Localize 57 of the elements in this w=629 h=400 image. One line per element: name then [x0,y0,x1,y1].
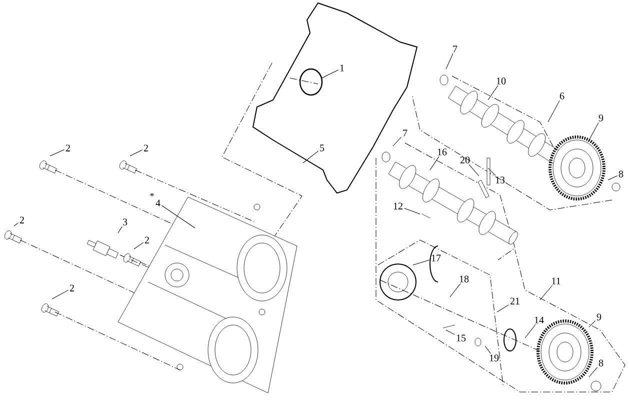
callout-number: 11 [552,278,560,284]
callout-number: 21 [510,298,520,304]
leader-line [322,70,339,78]
leader-line [446,53,454,70]
callout-number: 19 [490,354,499,362]
leader-line [412,260,430,266]
leader-line [588,122,599,142]
leader-line [392,136,402,146]
leader-line [118,226,122,234]
callout-number: 14 [534,316,544,324]
leader-line [548,100,560,122]
callout-number: 20 [460,156,470,164]
callout-number: 7 [453,46,458,52]
leader-line [161,205,196,228]
leader-line [484,346,491,354]
callout-number: 6 [560,92,564,100]
leader-line [134,242,144,250]
leader-line [52,290,69,300]
callout-number: 4 [156,200,160,206]
leader-line [446,330,456,335]
leader-line [430,156,440,170]
callout-number: 2 [144,144,148,152]
callout-number: 2 [20,216,24,224]
leader-line [588,367,598,378]
leader-line [540,285,552,300]
callout-number: 9 [598,114,604,122]
asterisk-mark: * [150,193,154,196]
callout-number: 16 [438,148,447,156]
callout-number: 12 [394,202,402,210]
callout-number: 10 [496,78,506,84]
leader-line [488,168,496,176]
leader-line [14,222,19,226]
leader-line [404,208,420,214]
callout-number: 8 [618,170,624,178]
callout-number: 2 [144,236,149,244]
callout-number: 17 [432,254,441,262]
callout-number: 5 [320,144,324,152]
leader-line [488,85,498,100]
leader-line [468,164,480,176]
callout-number: 18 [460,276,469,282]
leader-line [588,320,596,328]
callout-number: 3 [123,218,128,226]
leader-line [524,324,536,338]
leader-line [608,175,618,180]
callout-number: 8 [598,360,604,366]
callout-number: 15 [456,334,466,342]
leader-line [302,150,319,164]
callout-number: 13 [496,176,505,184]
leader-line [496,304,510,312]
leader-line [130,150,143,156]
callout-number: 7 [403,130,408,136]
callout-number: 9 [596,314,602,320]
callout-number: 2 [70,284,74,292]
callout-number: 2 [66,144,70,152]
leader-line [50,149,65,156]
leader-line [450,283,461,298]
callout-number: 1 [340,64,344,72]
